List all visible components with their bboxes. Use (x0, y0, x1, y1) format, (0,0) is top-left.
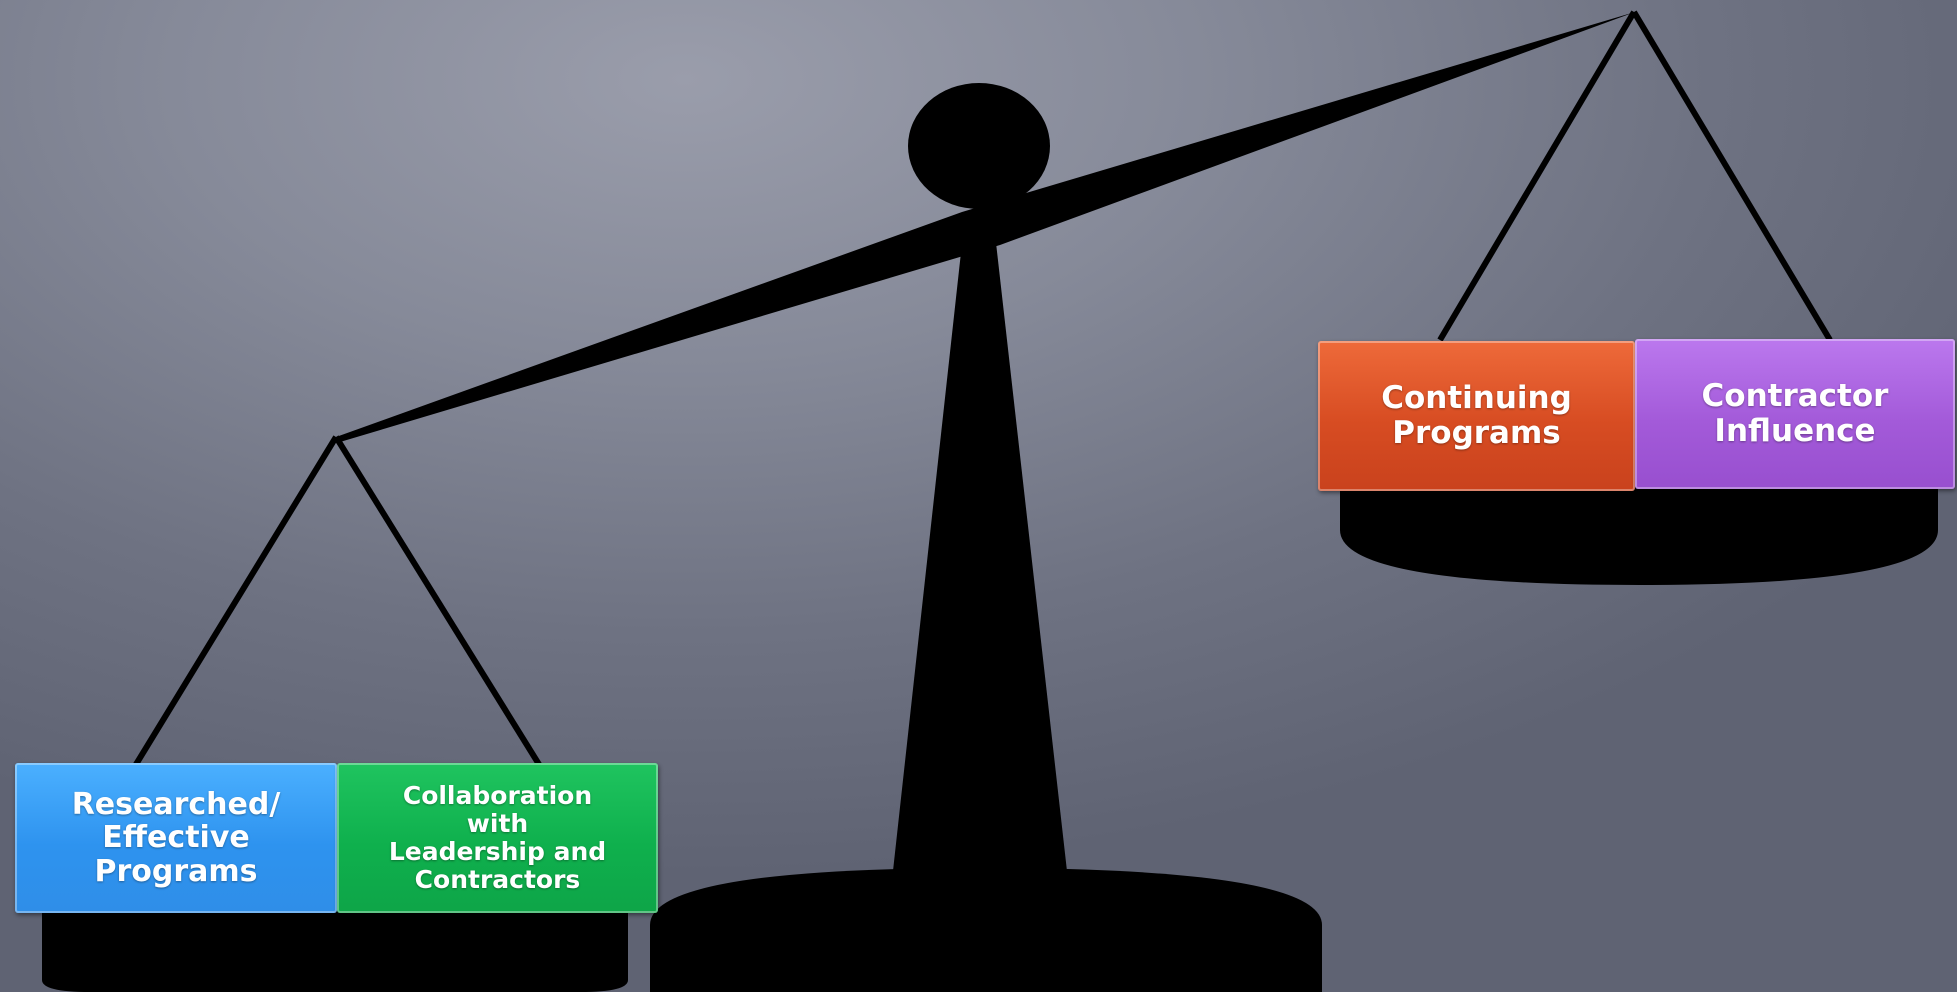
continuing-programs-block: Continuing Programs (1318, 341, 1635, 491)
left-pan-string (333, 435, 543, 768)
right-pan-string (1437, 10, 1637, 342)
scale-base (650, 868, 1322, 992)
contractor-influence-block: Contractor Influence (1635, 339, 1955, 489)
researched-effective-programs-block: Researched/ Effective Programs (15, 763, 337, 913)
scale-beam (336, 12, 1635, 442)
right-pan (1340, 485, 1938, 585)
scale-pillar (892, 225, 1068, 880)
right-pan-string (1631, 10, 1833, 342)
left-pan-string (132, 435, 339, 768)
collaboration-block: Collaboration with Leadership and Contra… (337, 763, 658, 913)
left-pan (42, 905, 628, 992)
scale-pivot-knob (908, 83, 1050, 209)
